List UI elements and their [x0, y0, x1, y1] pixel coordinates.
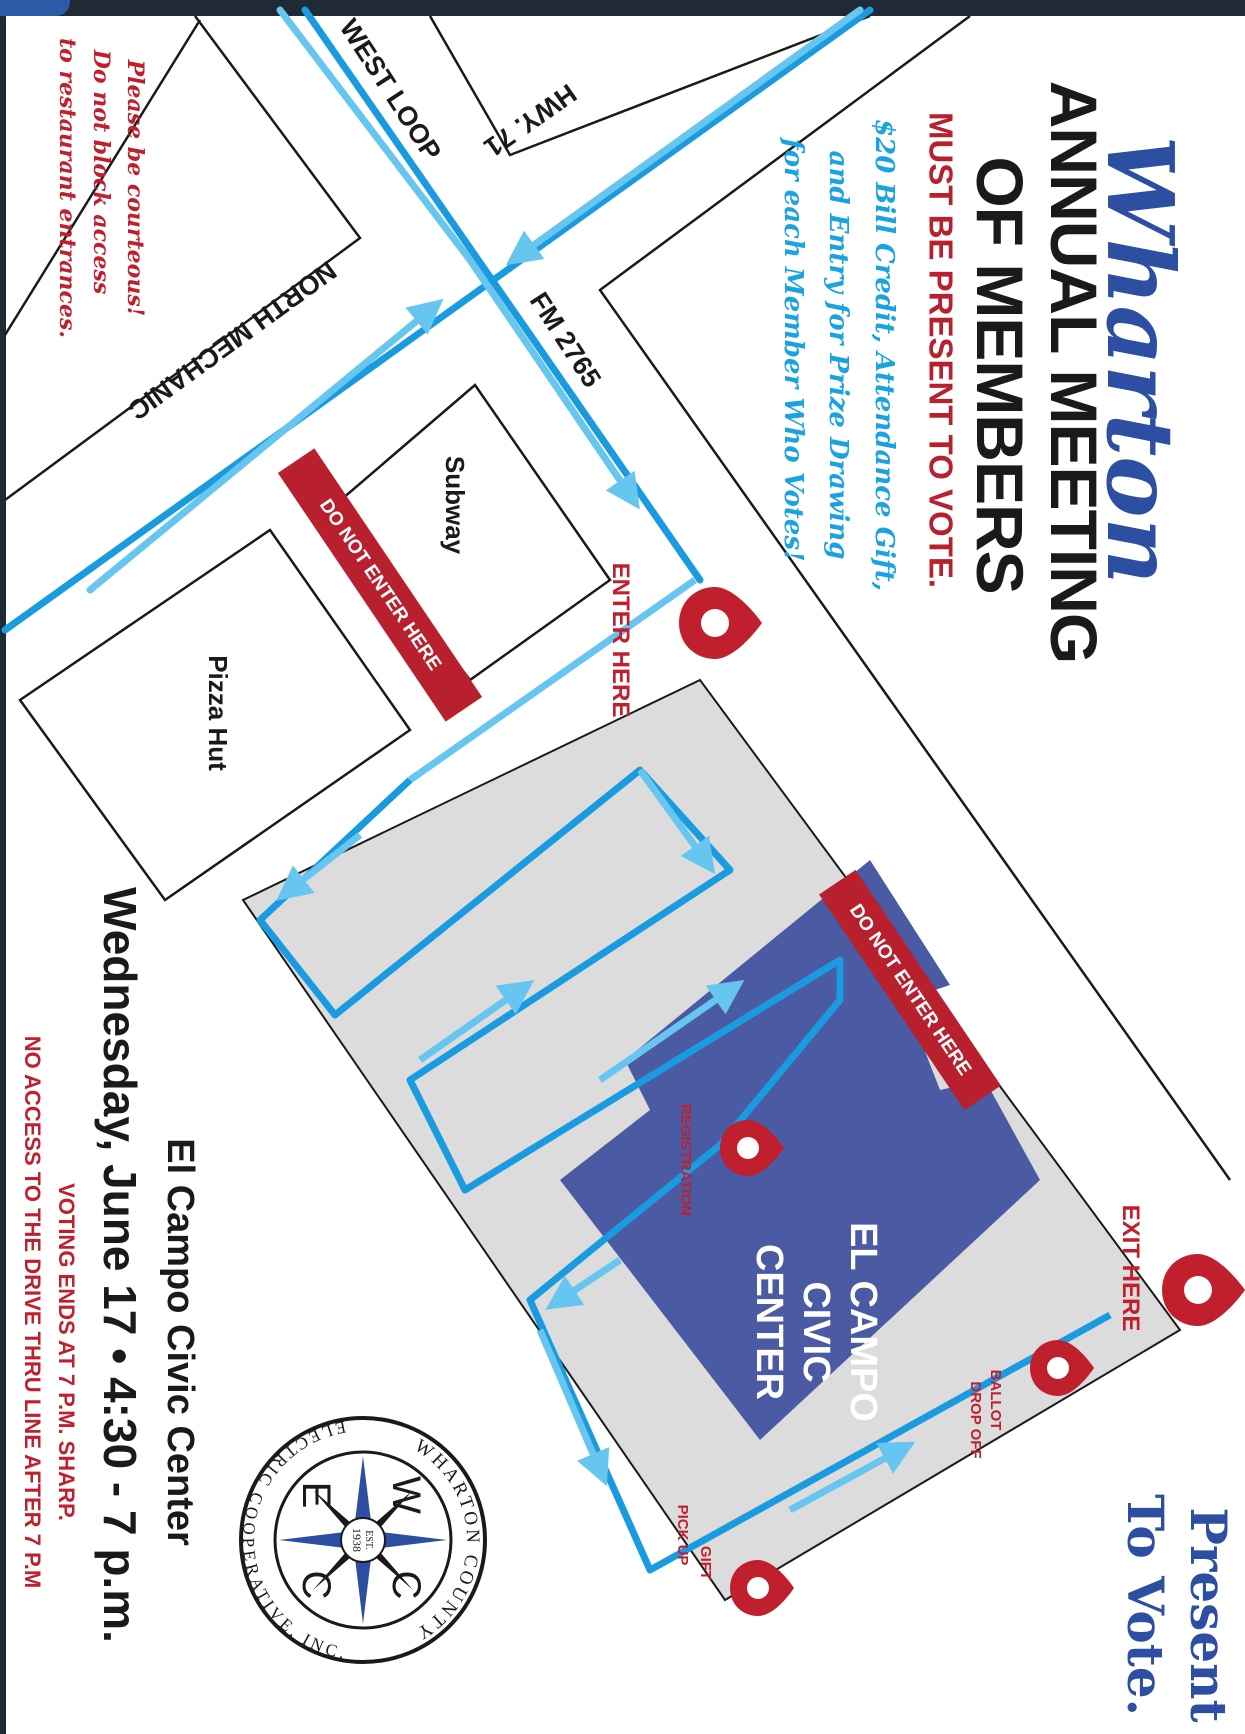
courtesy-line-2: Do not block access [88, 49, 114, 295]
pin-exit-icon [1162, 1254, 1245, 1326]
top-frame-bar [0, 0, 1245, 16]
tagline-to-vote: To Vote. [1116, 1493, 1175, 1717]
subway-lot [333, 383, 612, 682]
civic-center-line-1: EL CAMPO [841, 1222, 884, 1422]
pizza-hut-lot [18, 528, 412, 902]
ballot-drop-line-2: DROP OFF [966, 1381, 984, 1459]
pin-registration-icon [720, 1120, 784, 1176]
do-not-enter-banner-1 [277, 448, 483, 722]
must-be-present: MUST BE PRESENT TO VOTE. [922, 111, 960, 589]
promo-line-3: for each Member Who Votes! [778, 138, 808, 562]
civic-center-line-3: CENTER [747, 1243, 790, 1401]
pin-enter-icon [679, 587, 762, 659]
registration-label: REGISTRATION [676, 1103, 694, 1217]
gift-pickup-line-2: PICK UP [673, 1504, 691, 1566]
logo-letter-c1: C [384, 1571, 428, 1600]
lot-route-path [256, 577, 1112, 1574]
logo-letter-w: W [384, 1476, 428, 1514]
corner-badge [0, 0, 70, 16]
exit-here-label: EXIT HERE [1117, 1204, 1144, 1332]
cooperative-logo: WHARTON COUNTY ELECTRIC COOPERATIVE, INC… [239, 1416, 487, 1664]
logo-est: EST. [363, 1530, 374, 1550]
courtesy-line-3: to restaurant entrances. [54, 38, 80, 338]
do-not-enter-banner-2 [819, 869, 1001, 1111]
pin-gift-icon [730, 1560, 794, 1616]
business-pizza-hut: Pizza Hut [203, 655, 233, 771]
left-frame-bar [0, 0, 6, 1734]
title-line-annual-meeting: ANNUAL MEETING [1037, 80, 1111, 664]
no-access-note: NO ACCESS TO THE DRIVE THRU LINE AFTER 7… [20, 1035, 45, 1589]
tagline-present: Present [1179, 1507, 1238, 1723]
road-route-lines [1, 6, 874, 634]
logo-letter-c2: C [294, 1571, 338, 1600]
logo-letter-e: E [294, 1482, 338, 1509]
road-outlines [3, 14, 1232, 1181]
title-line-of-members: OF MEMBERS [963, 156, 1037, 594]
ballot-drop-line-1: BALLOT [986, 1369, 1004, 1431]
courtesy-line-1: Please be courteous! [122, 59, 148, 317]
pin-ballot-icon [1030, 1340, 1094, 1396]
event-venue: El Campo Civic Center [159, 1138, 201, 1546]
business-subway: Subway [440, 455, 470, 555]
civic-center-line-2: CIVIC [794, 1281, 837, 1383]
civic-center-building [560, 860, 1040, 1440]
promo-line-2: and Entry for Prize Drawing [823, 150, 853, 560]
gift-pickup-line-1: GIFT [696, 1545, 714, 1581]
logo-year: 1938 [350, 1528, 364, 1552]
voting-ends-note: VOTING ENDS AT 7 P.M. SHARP. [54, 1183, 79, 1521]
enter-here-label: ENTER HERE [607, 562, 634, 718]
event-datetime: Wednesday, June 17 • 4:30 - 7 p.m. [94, 887, 146, 1643]
promo-line-1: $20 Bill Credit, Attendance Gift, [869, 119, 899, 591]
